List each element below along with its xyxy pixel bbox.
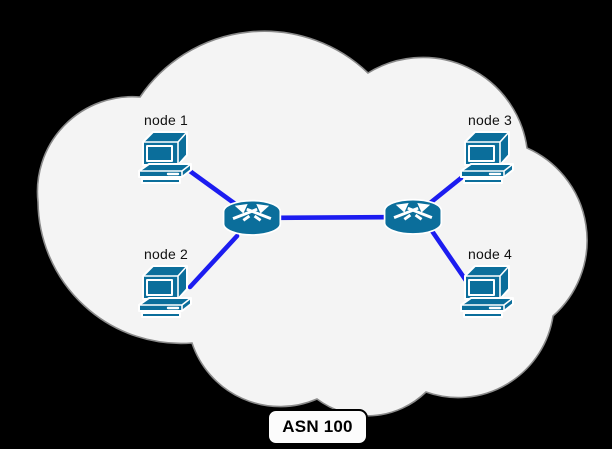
node-4-computer-icon — [460, 265, 514, 318]
router-2-icon — [383, 198, 443, 235]
node-1-computer-icon — [138, 131, 192, 184]
node-3-label: node 3 — [467, 112, 513, 128]
as-cloud-shape — [36, 30, 588, 417]
link-node2-router1 — [187, 233, 240, 290]
asn-label: ASN 100 — [282, 417, 353, 436]
router-1-icon — [222, 199, 282, 236]
node-2-computer-icon — [138, 265, 192, 318]
node-3-computer-icon — [460, 131, 514, 184]
asn-badge: ASN 100 — [267, 409, 368, 445]
node-1-label: node 1 — [143, 112, 189, 128]
link-router2-node4 — [429, 228, 470, 285]
node-2-label: node 2 — [143, 246, 189, 262]
node-4-label: node 4 — [467, 246, 513, 262]
